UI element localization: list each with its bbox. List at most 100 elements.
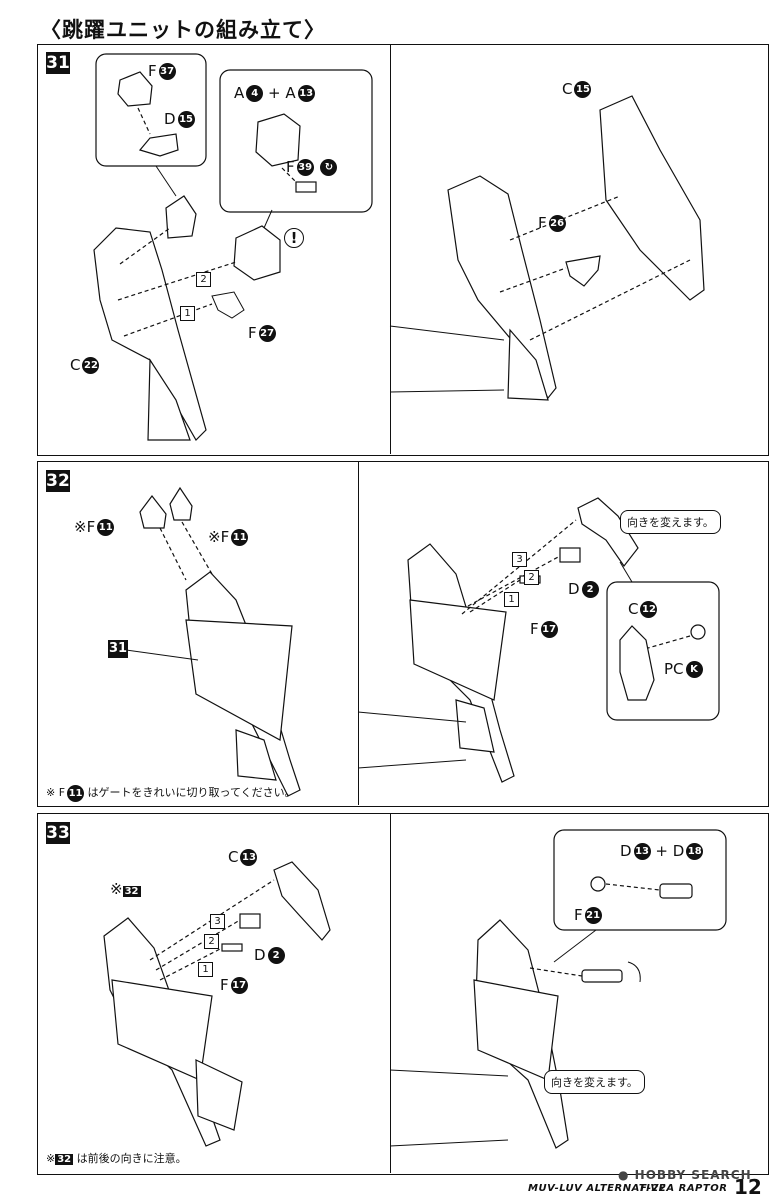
step-31-number: 31 (46, 52, 70, 74)
part-number-badge: 26 (548, 215, 566, 232)
step-31-divider (390, 44, 391, 454)
watermark: ● HOBBY SEARCH (618, 1168, 752, 1182)
sequence-marker-2: 2 (524, 570, 539, 585)
d13-d18-part-shape (659, 883, 693, 899)
jump-unit-fin-33a (195, 1059, 243, 1131)
step-32-number: 32 (46, 470, 70, 492)
f21-part-shape (590, 876, 606, 892)
step-33-footnote: ※32 は前後の向きに注意。 (46, 1152, 187, 1165)
sequence-marker-2: 2 (204, 934, 219, 949)
sequence-marker-1: 1 (180, 306, 195, 321)
part-number-badge: 27 (258, 325, 276, 342)
rotate-note: 向きを変えます。 (544, 1070, 645, 1094)
d15-part-shape (138, 133, 179, 157)
part-number-badge: 39 (296, 159, 314, 176)
f26-part-shape (565, 255, 601, 287)
c15-part-shape (599, 95, 705, 301)
f17-part-shape-33 (221, 943, 243, 952)
c13-part-shape (273, 861, 331, 941)
step-reference-31: 31 (108, 640, 128, 658)
f37-part-shape (117, 71, 153, 107)
rotate-note: 向きを変えます。 (620, 510, 721, 534)
part-number-badge: 11 (67, 784, 85, 802)
sequence-marker-3: 3 (210, 914, 225, 929)
part-number-badge: 17 (540, 621, 558, 638)
d2-part-shape-33 (239, 913, 261, 929)
caution-icon: ! (284, 228, 304, 248)
part-number-badge: 13 (240, 849, 258, 866)
part-number-badge: 15 (574, 81, 592, 98)
part-number-badge: 4 (246, 85, 264, 102)
page-number: 12 (734, 1175, 762, 1199)
part-number-badge: 13 (633, 843, 651, 860)
sequence-marker-1: 1 (504, 592, 519, 607)
part-number-badge: 13 (297, 85, 315, 102)
sequence-marker-3: 3 (512, 552, 527, 567)
footer-model: F-22A RAPTOR (640, 1183, 728, 1194)
rotate-icon: ↻ (320, 159, 338, 176)
part-number-badge: 37 (158, 63, 176, 80)
part-number-badge: K (685, 661, 703, 678)
part-number-badge: 12 (640, 601, 658, 618)
jump-unit-body-31a (93, 227, 207, 441)
part-number-badge: 11 (231, 529, 249, 546)
d2-part-shape (559, 547, 581, 563)
jump-unit-fin-31a (147, 358, 191, 441)
a-block-part-shape (255, 113, 301, 167)
f11-part-a (139, 495, 167, 529)
part-number-badge: 11 (97, 519, 115, 536)
f37-assembled (165, 195, 197, 239)
jump-unit-wing-32a (185, 619, 293, 741)
jump-unit-body-31b (447, 175, 557, 400)
sequence-marker-2: 2 (196, 272, 211, 287)
part-number-badge: 22 (82, 357, 100, 374)
part-number-badge: 2 (267, 947, 285, 964)
part-number-badge: 18 (686, 843, 704, 860)
f11-part-b (169, 486, 193, 521)
part-number-badge: 15 (177, 111, 195, 128)
detail-bubble-d13-d18 (553, 829, 727, 931)
f39-part-shape (295, 181, 317, 193)
f27-part-shape (211, 291, 245, 319)
step-reference-32: ※32 (110, 880, 141, 898)
a-block-assembled (233, 225, 281, 281)
jump-unit-fin-32a (235, 729, 277, 781)
sequence-marker-1: 1 (198, 962, 213, 977)
c12-part-shape (619, 625, 655, 701)
part-number-badge: 21 (584, 907, 602, 924)
jump-unit-wing-33b (473, 979, 559, 1081)
step-33-number: 33 (46, 822, 70, 844)
watermark-logo-icon: ● (618, 1168, 630, 1182)
pck-part-shape (690, 624, 706, 640)
step-33-divider (390, 813, 391, 1173)
part-number-badge: 2 (581, 581, 599, 598)
jump-unit-fin-32b (455, 699, 495, 753)
footer-series: MUV-LUV ALTERNATIVE (528, 1183, 666, 1194)
step-32-divider (358, 461, 359, 805)
part-number-badge: 17 (230, 977, 248, 994)
c-part-curved (577, 497, 639, 568)
page-title: 〈跳躍ユニットの組み立て〉 (40, 18, 326, 42)
assembled-thruster-part (581, 969, 623, 983)
jump-unit-fin-31b (507, 328, 549, 401)
